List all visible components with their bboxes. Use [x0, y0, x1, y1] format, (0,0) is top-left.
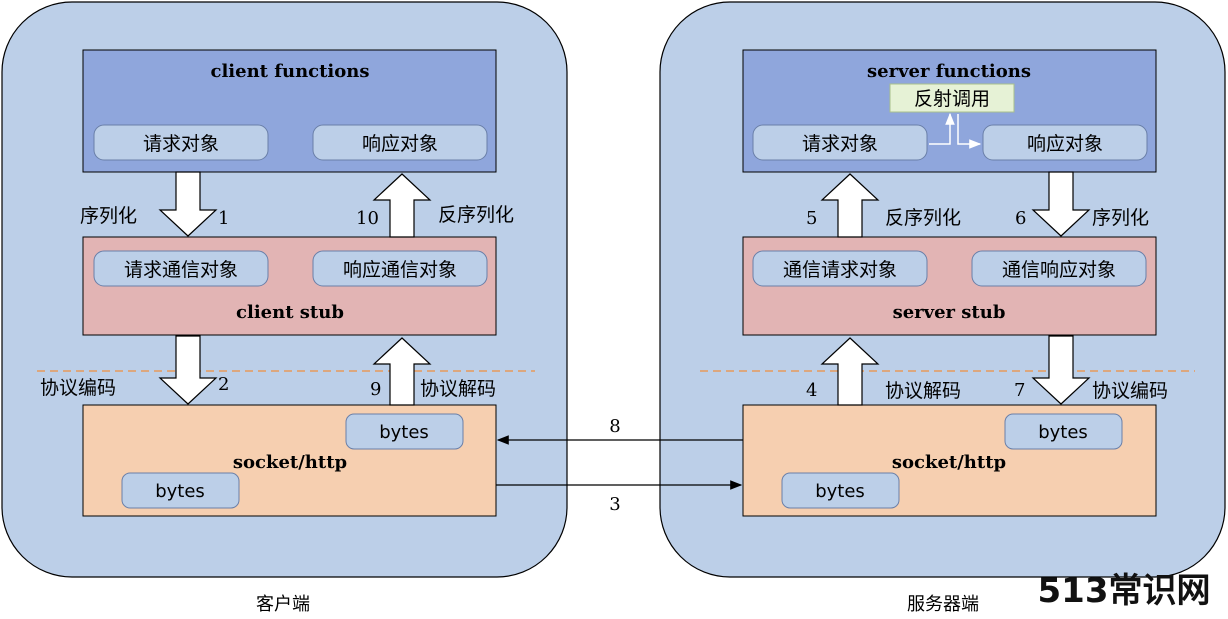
client-step-1: 1 — [218, 208, 229, 229]
server-response-obj-label: 响应对象 — [1027, 133, 1103, 155]
client-arrow-encode — [158, 335, 218, 405]
server-bytes-bottom-pill — [781, 472, 900, 509]
server-encode-label: 协议编码 — [1092, 380, 1168, 402]
server-arrow-encode — [1031, 335, 1091, 405]
client-bytes-top-label: bytes — [379, 422, 429, 443]
server-serialize-label: 序列化 — [1092, 207, 1149, 229]
client-step-9: 9 — [370, 379, 381, 400]
client-step-10: 10 — [356, 208, 379, 229]
client-stub-title: client stub — [236, 302, 344, 323]
client-side-label: 客户端 — [256, 594, 310, 615]
client-serialize-label: 序列化 — [80, 205, 137, 227]
client-step-2: 2 — [218, 374, 229, 395]
server-request-obj-pill — [752, 124, 928, 161]
server-bytes-top-pill — [1004, 413, 1123, 450]
client-socket-title: socket/http — [233, 452, 347, 473]
server-step-5: 5 — [806, 208, 817, 229]
server-bytes-bottom-label: bytes — [815, 481, 865, 502]
client-bytes-top-pill — [345, 413, 464, 450]
server-step-7: 7 — [1014, 380, 1025, 401]
server-decode-label: 协议解码 — [885, 380, 961, 402]
server-comm-resp-obj-pill — [971, 250, 1147, 287]
server-reflect-connector-down — [957, 114, 982, 149]
client-bytes-bottom-label: bytes — [155, 481, 205, 502]
client-deserialize-label: 反序列化 — [438, 204, 514, 226]
client-request-obj-label: 请求对象 — [143, 133, 219, 155]
server-comm-req-obj-label: 通信请求对象 — [783, 259, 897, 281]
server-side-label: 服务器端 — [907, 594, 979, 615]
server-stub-title: server stub — [893, 302, 1006, 323]
client-bytes-bottom-pill — [121, 472, 240, 509]
server-step-4: 4 — [806, 380, 817, 401]
client-req-comm-obj-label: 请求通信对象 — [124, 259, 238, 281]
client-response-obj-label: 响应对象 — [362, 133, 438, 155]
client-decode-label: 协议解码 — [420, 378, 496, 400]
client-resp-comm-obj-pill — [312, 250, 488, 287]
server-socket-title: socket/http — [892, 452, 1006, 473]
client-arrow-decode — [372, 337, 432, 406]
server-functions-title: server functions — [867, 61, 1031, 82]
server-deserialize-label: 反序列化 — [885, 207, 961, 229]
server-comm-req-obj-pill — [752, 250, 928, 287]
network-step-3: 3 — [609, 494, 620, 515]
client-req-comm-obj-pill — [93, 250, 269, 287]
server-arrow-serialize — [1031, 171, 1091, 237]
server-bytes-top-label: bytes — [1038, 422, 1088, 443]
server-step-6: 6 — [1015, 208, 1026, 229]
client-arrow-deserialize — [372, 173, 432, 238]
server-reflect-connector-up — [929, 112, 955, 145]
server-comm-resp-obj-label: 通信响应对象 — [1002, 259, 1116, 281]
client-resp-comm-obj-label: 响应通信对象 — [343, 259, 457, 281]
server-arrow-decode — [820, 337, 880, 406]
server-response-obj-pill — [982, 124, 1148, 161]
client-encode-label: 协议编码 — [40, 377, 116, 399]
client-response-obj-pill — [312, 124, 488, 161]
client-functions-title: client functions — [210, 61, 369, 82]
client-arrow-serialize — [158, 171, 218, 237]
client-request-obj-pill — [93, 124, 269, 161]
server-request-obj-label: 请求对象 — [802, 133, 878, 155]
server-reflect-call-box — [889, 83, 1015, 113]
watermark: 513常识网 — [1038, 571, 1211, 611]
server-arrow-deserialize — [820, 173, 880, 238]
server-reflect-call-label: 反射调用 — [914, 88, 990, 110]
network-step-8: 8 — [609, 416, 620, 437]
